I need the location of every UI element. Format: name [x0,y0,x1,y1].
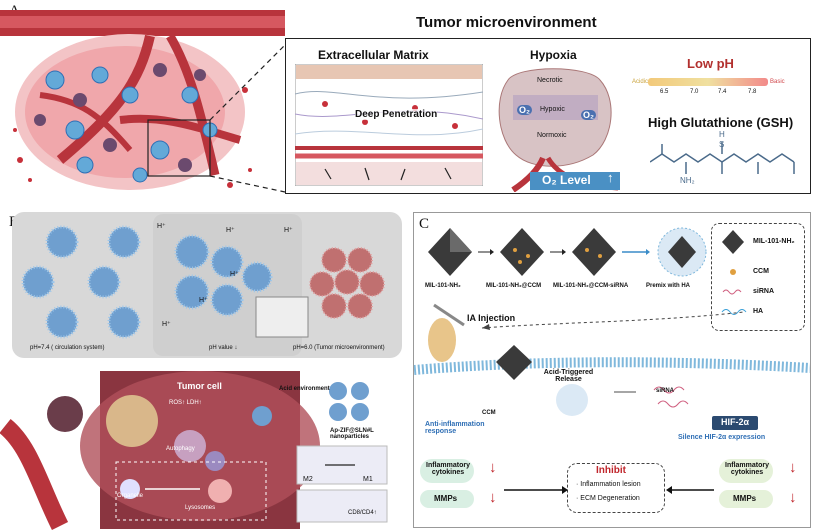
o2-level-label: O₂ Level [542,173,591,187]
hypoxia-illustration [498,68,620,192]
panel-c-label: C [419,216,430,232]
legend-ha-label: HA [753,308,764,315]
o2-left-label: O₂ [517,105,532,115]
mmps-left-box [420,490,474,508]
ph-tick-label: 7.0 [690,89,699,95]
nanoparticles-label: Ap-ZIF@SLN#L nanoparticles [330,428,374,440]
step-label: MIL-101-NH₂@CCM [486,283,542,289]
ph-decrease-caption: pH value ↓ [209,345,238,351]
down-arrow-icon: ↓ [489,459,497,476]
cytokines-left-box [420,459,474,483]
tumor-tissue-illustration [0,10,285,193]
hif-box [712,416,758,430]
ph-74-caption: pH=7.4 ( circulation system) [30,345,105,351]
nanoparticle-states-illustration [21,225,385,339]
autophagy-label: Autophagy [166,446,195,452]
inhibit-arrows [504,486,714,494]
ia-injection-label: IA Injection [467,313,516,323]
ph-gradient-bar [648,78,768,86]
gsh-s-label: S [719,140,725,149]
mmps-right-box [719,490,773,508]
tumor-cell-label: Tumor cell [177,381,222,391]
ecm-title: Extracellular Matrix [318,48,429,62]
down-arrow-icon: ↓ [489,489,497,506]
lysosomes-label: Lysosomes [185,505,216,511]
legend-box [711,223,805,331]
legend-mil-label: MIL-101-NH₂ [753,238,795,245]
gsh-h-label: H [719,130,725,139]
down-arrow-icon: ↓ [789,459,797,476]
ph-tick-label: 7.8 [748,89,757,95]
hplus-label: H⁺ [162,321,171,328]
organelle-label: Organelle [117,493,144,499]
mmps-right-label: MMPs [733,494,757,503]
deep-penetration-text: Deep Penetration [355,109,438,120]
silence-hif-label: Silence HIF-2α expression [678,434,766,441]
step-label: Premix with HA [646,283,691,289]
hplus-label: H⁺ [226,227,235,234]
sirna-label: siRNA [656,388,675,394]
m1-label: M1 [363,476,373,483]
step-label: MIL-101-NH₂@CCM-siRNA [553,283,629,289]
low-ph-title: Low pH [687,56,734,71]
acidic-label: Acidic [632,79,649,85]
basic-label: Basic [770,79,785,85]
hypoxic-label: Hypoxic [540,106,565,113]
legend-ccm-label: CCM [753,268,769,275]
hplus-label: H⁺ [157,223,166,230]
hplus-label: H⁺ [199,297,208,304]
cytokines-left-label: Inflammatory cytokines [426,462,470,476]
legend-symbols [721,230,747,315]
down-arrow-icon: ↓ [789,489,797,506]
hif-label: HIF-2α [721,417,750,427]
inhibit-item: · Inflammation lesion [576,481,641,488]
hplus-label: H⁺ [230,271,239,278]
o2-right-label: O₂ [581,110,596,120]
ecm-illustration [295,64,483,186]
cd8-cd4-label: CD8/CD4↑ [348,510,377,516]
mmps-left-label: MMPs [434,494,458,503]
inhibit-box [567,463,665,513]
necrotic-label: Necrotic [537,77,563,84]
inhibit-item: · ECM Degeneration [576,495,640,502]
m2-label: M2 [303,476,313,483]
ccm-label: CCM [482,410,496,416]
synthesis-steps-illustration [428,227,707,277]
acid-environment-label: Acid environment [279,386,330,392]
hplus-label: H⁺ [284,227,293,234]
ph-tick-label: 6.5 [660,89,669,95]
legend-sirna-label: siRNA [753,288,775,295]
anti-inflammation-label: Anti-inflammation response [425,421,485,435]
gsh-nh2-label: NH₂ [680,176,695,185]
normoxic-label: Normoxic [537,132,567,139]
cytokines-right-label: Inflammatory cytokines [725,462,769,476]
hypoxia-title: Hypoxia [530,48,577,62]
acid-release-label: Acid-Triggered Release [543,369,594,383]
ph-60-caption: pH=6.0 (Tumor microenvironment) [293,345,385,351]
panel-c-box [413,212,811,528]
step-label: MIL-101-NH₂ [425,283,461,289]
tumor-microenvironment-box [285,38,811,194]
gsh-title: High Glutathione (GSH) [648,115,794,130]
o2-level-arrow-icon: ↑ [607,170,614,185]
gsh-structure [650,142,795,174]
ph-tick-label: 7.4 [718,89,727,95]
tumor-cell-illustration [0,371,388,531]
injection-and-membrane-illustration [414,303,810,416]
ros-ldh-label: ROS↑ LDH↑ [169,400,202,406]
inhibit-label: Inhibit [596,465,626,476]
cytokines-right-box [719,459,773,483]
tumor-microenvironment-title: Tumor microenvironment [416,14,597,31]
